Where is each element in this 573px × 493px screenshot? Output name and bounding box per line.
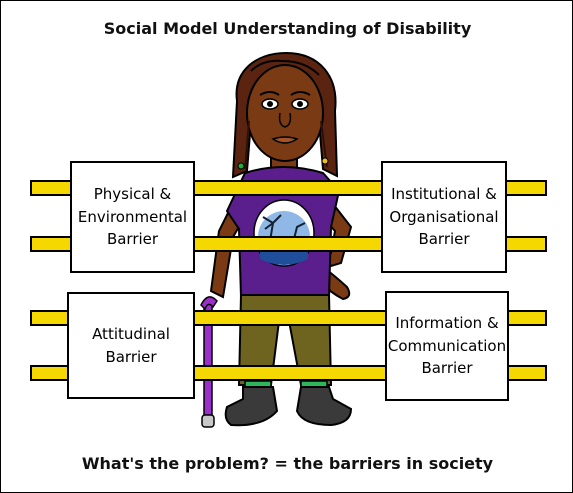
diagram-title: Social Model Understanding of Disability [103, 19, 472, 38]
barrier-label-line: Attitudinal [92, 325, 170, 343]
barrier-label-line: Institutional & [391, 185, 497, 204]
barrier-label-line: Barrier [106, 230, 159, 249]
shirt-logo [253, 199, 315, 267]
right-boot [295, 386, 353, 427]
diagram-caption: What's the problem? = the barriers in so… [81, 454, 494, 473]
barrier-label-line: Physical & [93, 185, 172, 204]
bar-row-4 [30, 365, 547, 381]
barrier-physical-environmental: Physical & Environmental Barrier [70, 161, 195, 273]
barrier-label-line: Organisational [389, 207, 499, 226]
face [246, 64, 324, 162]
barrier-label-line: Communication [387, 336, 507, 355]
barrier-attitudinal: Attitudinal Barrier [67, 292, 195, 399]
barrier-label-line: Environmental [77, 207, 188, 226]
barrier-institutional-organisational: Institutional & Organisational Barrier [381, 161, 507, 273]
barrier-label-line: Information & [395, 314, 499, 333]
barrier-label-line: Barrier [421, 359, 473, 378]
barrier-label-line: Barrier [418, 230, 470, 249]
left-boot [224, 386, 279, 427]
bar-row-3 [30, 310, 547, 326]
barrier-information-communication: Information & Communication Barrier [385, 291, 509, 401]
barrier-label-line: Barrier [105, 347, 157, 366]
